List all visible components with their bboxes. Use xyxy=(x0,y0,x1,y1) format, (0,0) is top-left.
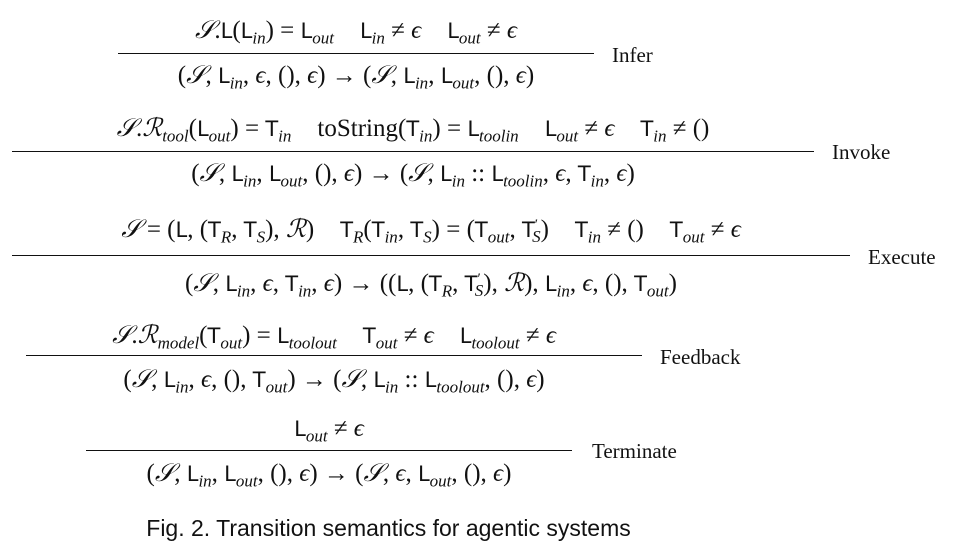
rule-execute-bar xyxy=(12,255,850,256)
rule-infer-conclusion: (𝒮, Lin, ϵ, (), ϵ) → (𝒮, Lin, Lout, (), … xyxy=(177,60,535,93)
rule-feedback-name: Feedback xyxy=(660,345,741,369)
rule-execute-conclusion: (𝒮, Lin, ϵ, Tin, ϵ) → ((L, (TR, T′S), ℛ)… xyxy=(185,268,677,301)
rule-terminate-name: Terminate xyxy=(592,439,677,463)
rule-terminate-premises: Lout ≠ ϵ xyxy=(294,415,364,446)
rule-terminate-conclusion: (𝒮, Lin, Lout, (), ϵ) → (𝒮, ϵ, Lout, (),… xyxy=(146,458,512,491)
rule-infer-name: Infer xyxy=(612,43,653,67)
figure-caption: Fig. 2. Transition semantics for agentic… xyxy=(146,515,631,541)
rule-feedback-conclusion: (𝒮, Lin, ϵ, (), Tout) → (𝒮, Lin :: Ltool… xyxy=(123,364,545,397)
rule-execute-premises: 𝒮 = (L, (TR, TS), ℛ)TR(Tin, TS) = (Tout,… xyxy=(121,214,741,247)
rule-terminate-bar xyxy=(86,450,572,451)
rule-execute-name: Execute xyxy=(868,245,936,269)
rule-infer-bar xyxy=(118,53,594,54)
rule-invoke-name: Invoke xyxy=(832,140,891,164)
rule-feedback-bar xyxy=(26,355,642,356)
rule-invoke-bar xyxy=(12,151,814,152)
rule-invoke-conclusion: (𝒮, Lin, Lout, (), ϵ) → (𝒮, Lin :: Ltool… xyxy=(191,158,635,191)
